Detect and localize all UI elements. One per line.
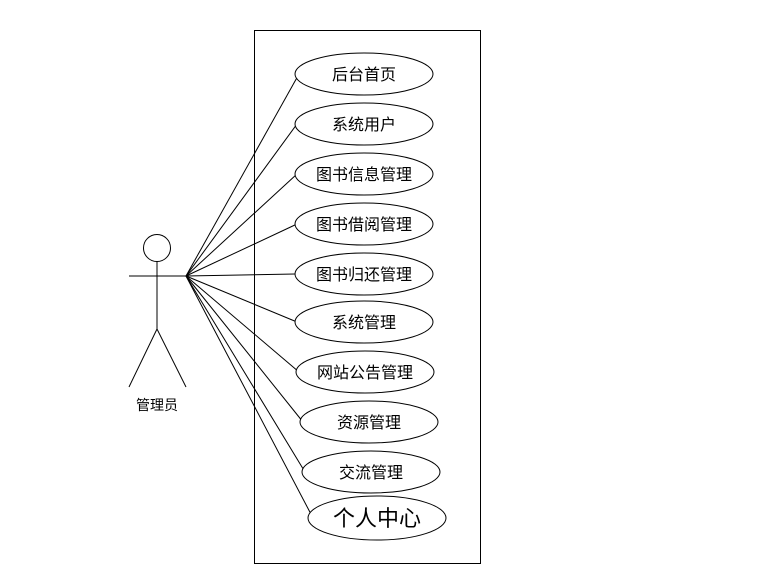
use-case-system-management: 系统管理	[294, 300, 434, 344]
use-case-book-return: 图书归还管理	[294, 252, 434, 296]
use-case-ellipse	[294, 52, 434, 96]
use-case-label: 系统用户	[332, 115, 396, 134]
use-case-resources: 资源管理	[299, 400, 439, 444]
actor-head	[143, 234, 171, 262]
association-lines	[185, 73, 314, 519]
actor: 管理员	[128, 234, 187, 414]
use-case-label: 网站公告管理	[317, 363, 413, 382]
use-case-book-info: 图书信息管理	[294, 152, 434, 196]
use-case-ellipse	[301, 450, 441, 494]
use-case-ellipse	[294, 202, 434, 246]
use-case-label: 资源管理	[337, 413, 401, 432]
use-case-ellipse	[294, 300, 434, 344]
use-case-book-borrow: 图书借阅管理	[294, 202, 434, 246]
use-case-label: 交流管理	[339, 463, 403, 482]
actor-right-leg	[156, 328, 187, 388]
use-case-system-users: 系统用户	[294, 102, 434, 146]
association-line	[185, 275, 298, 323]
association-line	[185, 223, 298, 277]
use-case-personal-center: 个人中心	[307, 495, 447, 541]
use-case-ellipse	[294, 102, 434, 146]
association-line	[185, 275, 306, 473]
use-case-label: 个人中心	[333, 507, 421, 532]
use-case-ellipse	[294, 252, 434, 296]
use-case-announcements: 网站公告管理	[295, 350, 435, 394]
use-case-communication: 交流管理	[301, 450, 441, 494]
system-boundary	[254, 30, 481, 564]
use-case-ellipse	[307, 495, 447, 541]
use-case-ellipse	[295, 350, 435, 394]
use-case-label: 图书归还管理	[316, 265, 412, 284]
use-case-home: 后台首页	[294, 52, 434, 96]
use-case-label: 系统管理	[332, 313, 396, 332]
association-line	[185, 275, 314, 519]
use-case-label: 图书借阅管理	[316, 215, 412, 234]
use-case-ellipse	[299, 400, 439, 444]
use-case-ellipse	[294, 152, 434, 196]
association-line	[185, 273, 296, 277]
actor-label: 管理员	[136, 398, 178, 414]
use-case-label: 图书信息管理	[316, 165, 412, 184]
association-line	[185, 275, 304, 423]
use-case-label: 后台首页	[332, 65, 396, 84]
association-line	[185, 73, 300, 277]
association-line	[185, 173, 298, 277]
association-line	[185, 275, 300, 373]
actor-left-leg	[128, 328, 158, 388]
association-line	[185, 123, 298, 277]
